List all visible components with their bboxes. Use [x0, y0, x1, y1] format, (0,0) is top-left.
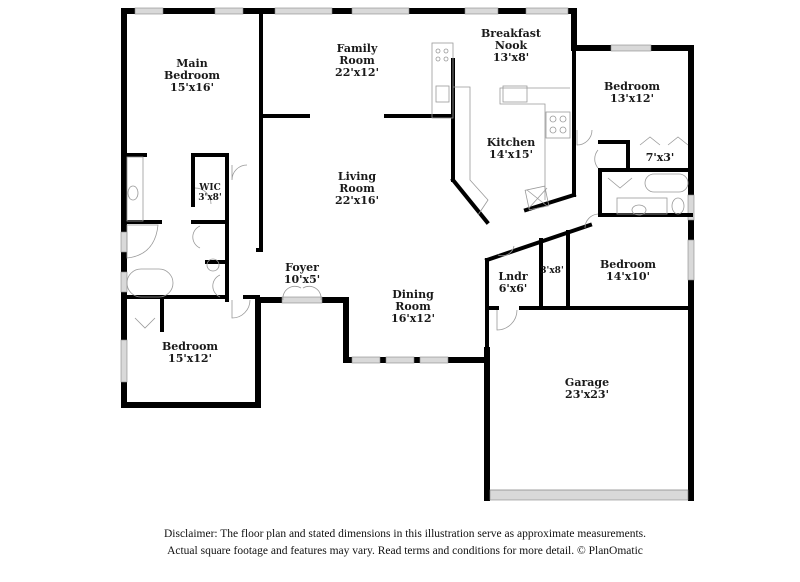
fixtures: [126, 42, 689, 491]
room-dimensions: 6'x6': [498, 282, 528, 295]
room-dimensions: 22'x16': [335, 194, 379, 207]
doors: [134, 129, 689, 331]
room-name: Kitchen: [486, 136, 536, 149]
interior-walls: [122, 12, 693, 352]
room-name: Dining: [392, 288, 434, 301]
room-name: Lndr: [498, 270, 528, 283]
room-dimensions: 13'x12': [610, 92, 654, 105]
room-name: Bedroom: [603, 80, 661, 93]
room-dimensions: 16'x12': [391, 312, 435, 325]
disclaimer-line-1: Disclaimer: The floor plan and stated di…: [163, 528, 647, 540]
room-name: Garage: [564, 376, 610, 389]
room-dimensions: 15'x12': [168, 352, 212, 365]
room-dimensions: 13'x8': [492, 51, 530, 64]
disclaimer-line-2: Actual square footage and features may v…: [167, 545, 643, 557]
room-label-kitchen: Kitchen 14'x15': [487, 137, 536, 161]
room-label-bedroom-sw: Bedroom 15'x12': [162, 341, 218, 365]
room-label-wic: WIC 3'x8': [198, 183, 221, 203]
room-name: Family: [336, 42, 378, 55]
room-name: Room: [339, 182, 375, 195]
room-name: Breakfast: [481, 27, 541, 40]
room-label-closet-ne: 7'x3': [646, 152, 675, 164]
room-dimensions: 14'x15': [489, 148, 533, 161]
windows: [120, 7, 695, 501]
room-label-laundry: Lndr 6'x6': [498, 271, 527, 295]
room-name: Bedroom: [163, 69, 221, 82]
room-label-dining-room: Dining Room 16'x12': [391, 289, 435, 325]
room-name: Living: [337, 170, 377, 183]
room-dimensions: 14'x10': [606, 270, 650, 283]
room-name: WIC: [199, 183, 221, 193]
disclaimer: Disclaimer: The floor plan and stated di…: [0, 526, 800, 560]
room-label-breakfast-nook: Breakfast Nook 13'x8': [481, 28, 541, 64]
room-label-closet-e: 3'x8': [540, 266, 563, 276]
room-dimensions: 3'x8': [198, 193, 222, 203]
room-dimensions: 22'x12': [335, 66, 379, 79]
room-name: Bedroom: [599, 258, 657, 271]
room-dimensions: 7'x3': [645, 151, 675, 164]
room-dimensions: 3'x8': [540, 266, 564, 276]
room-label-living-room: Living Room 22'x16': [335, 171, 379, 207]
room-name: Foyer: [285, 261, 319, 274]
room-name: Main: [176, 57, 208, 70]
room-dimensions: 23'x23': [565, 388, 609, 401]
room-dimensions: 10'x5': [283, 273, 321, 286]
room-name: Room: [339, 54, 375, 67]
room-label-bedroom-ne: Bedroom 13'x12': [604, 81, 660, 105]
room-name: Room: [395, 300, 431, 313]
room-label-bedroom-e: Bedroom 14'x10': [600, 259, 656, 283]
room-name: Nook: [494, 39, 528, 52]
room-label-foyer: Foyer 10'x5': [284, 262, 320, 286]
room-label-garage: Garage 23'x23': [565, 377, 609, 401]
room-dimensions: 15'x16': [170, 81, 214, 94]
room-label-family-room: Family Room 22'x12': [335, 43, 379, 79]
room-label-main-bedroom: Main Bedroom 15'x16': [164, 58, 220, 94]
room-name: Bedroom: [161, 340, 219, 353]
